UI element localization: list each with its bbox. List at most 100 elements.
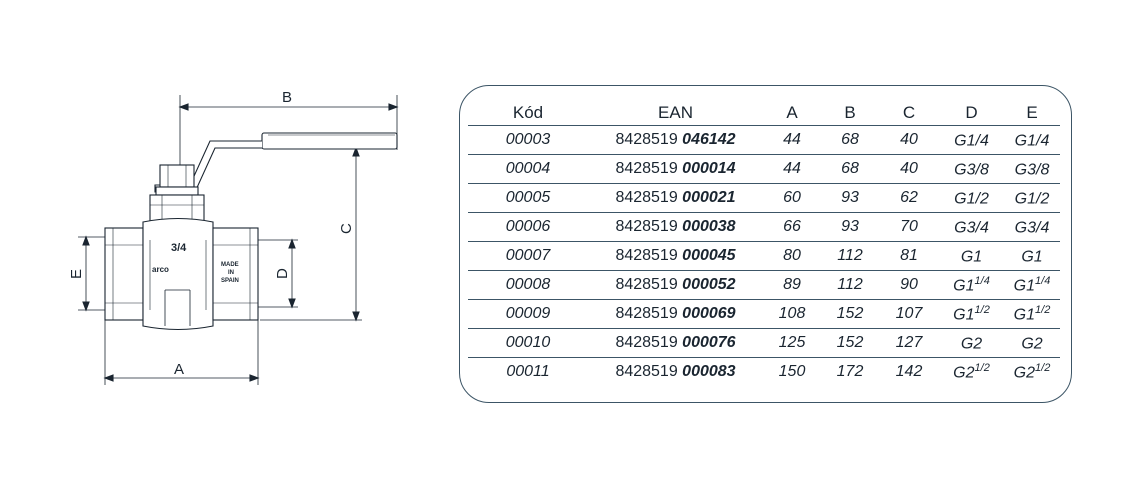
cell-kod: 00010 <box>468 328 588 358</box>
ean-prefix: 8428519 <box>615 160 683 177</box>
ean-prefix: 8428519 <box>615 247 683 264</box>
a-value: 60 <box>783 189 801 206</box>
dimension-e-label: E <box>68 269 85 279</box>
origin-stamp-line3: SPAIN <box>221 278 239 284</box>
cell-e: G2 <box>1004 328 1060 358</box>
c-value: 40 <box>900 160 918 177</box>
e-value: G3/8 <box>1014 161 1050 179</box>
cell-a: 150 <box>763 357 821 386</box>
ean-prefix: 8428519 <box>615 218 683 235</box>
cell-ean: 8428519 000038 <box>588 212 763 242</box>
ean-suffix: 000083 <box>682 363 736 380</box>
cell-c: 90 <box>879 270 939 300</box>
cell-b: 112 <box>821 241 879 271</box>
c-value: 107 <box>895 305 923 322</box>
ean-suffix: 000014 <box>682 160 736 177</box>
ean-prefix: 8428519 <box>615 363 683 380</box>
a-value: 89 <box>783 276 801 293</box>
e-value: G1/4 <box>1014 132 1050 150</box>
d-sup: 1/2 <box>974 303 990 316</box>
cell-ean: 8428519 000083 <box>588 357 763 386</box>
brand-stamp: arco <box>152 265 169 274</box>
e-sup: 1/2 <box>1035 303 1051 316</box>
cell-ean: 8428519 000069 <box>588 299 763 329</box>
b-value: 93 <box>841 189 859 206</box>
a-value: 80 <box>783 247 801 264</box>
c-value: 90 <box>900 276 918 293</box>
cell-c: 142 <box>879 357 939 386</box>
origin-stamp-line2: IN <box>228 270 234 276</box>
kod-value: 00003 <box>505 131 551 148</box>
cell-b: 68 <box>821 154 879 184</box>
ean-prefix: 8428519 <box>615 334 683 351</box>
cell-kod: 00005 <box>468 183 588 213</box>
cell-ean: 8428519 046142 <box>588 125 763 155</box>
b-value: 172 <box>836 363 864 380</box>
cell-e: G11/4 <box>1004 270 1060 300</box>
cell-d: G3/4 <box>939 212 1004 242</box>
kod-value: 00008 <box>505 276 551 293</box>
kod-value: 00006 <box>505 218 551 235</box>
cell-b: 93 <box>821 183 879 213</box>
cell-e: G1 <box>1004 241 1060 271</box>
b-value: 112 <box>837 276 863 293</box>
cell-kod: 00003 <box>468 125 588 155</box>
cell-kod: 00009 <box>468 299 588 329</box>
ean-suffix: 000021 <box>682 189 736 206</box>
header-b: B <box>844 102 856 122</box>
kod-value: 00011 <box>506 363 550 380</box>
cell-kod: 00011 <box>468 357 588 386</box>
c-value: 70 <box>900 218 918 235</box>
c-value: 127 <box>895 334 923 351</box>
e-sup: 1/4 <box>1035 274 1051 287</box>
cell-ean: 8428519 000021 <box>588 183 763 213</box>
header-e: E <box>1026 102 1038 122</box>
cell-a: 108 <box>763 299 821 329</box>
e-sup: 1/2 <box>1035 361 1051 374</box>
dimension-e <box>78 235 108 312</box>
cell-e: G3/8 <box>1004 154 1060 184</box>
b-value: 93 <box>841 218 859 235</box>
d-value: G3/4 <box>954 219 989 237</box>
dimension-d-label: D <box>274 268 291 279</box>
valve-left-end <box>104 227 144 321</box>
c-value: 62 <box>900 189 918 206</box>
cell-d: G2 <box>939 328 1004 358</box>
cell-c: 40 <box>879 154 939 184</box>
cell-a: 66 <box>763 212 821 242</box>
e-value: G1 <box>1013 306 1036 324</box>
ean-suffix: 000038 <box>682 218 736 235</box>
ean-suffix: 000045 <box>682 247 736 264</box>
kod-value: 00005 <box>505 189 551 206</box>
cell-kod: 00007 <box>468 241 588 271</box>
cell-d: G1 <box>939 241 1004 271</box>
valve-body <box>142 217 214 331</box>
e-value: G2 <box>1021 335 1043 353</box>
cell-e: G1/4 <box>1004 125 1060 155</box>
a-value: 44 <box>783 160 801 177</box>
d-sup: 1/4 <box>974 274 990 287</box>
valve-right-end <box>212 227 259 321</box>
cell-a: 89 <box>763 270 821 300</box>
cell-e: G21/2 <box>1004 357 1060 386</box>
cell-kod: 00008 <box>468 270 588 300</box>
cell-e: G1/2 <box>1004 183 1060 213</box>
cell-e: G11/2 <box>1004 299 1060 329</box>
origin-stamp-line1: MADE <box>221 262 239 268</box>
d-value: G1 <box>953 306 975 324</box>
cell-b: 152 <box>821 299 879 329</box>
cell-d: G11/2 <box>939 299 1004 329</box>
header-kod: Kód <box>512 102 544 122</box>
cell-d: G21/2 <box>939 357 1004 386</box>
a-value: 150 <box>778 363 806 380</box>
b-value: 68 <box>841 131 859 148</box>
dimension-c <box>260 146 362 322</box>
cell-b: 172 <box>821 357 879 386</box>
